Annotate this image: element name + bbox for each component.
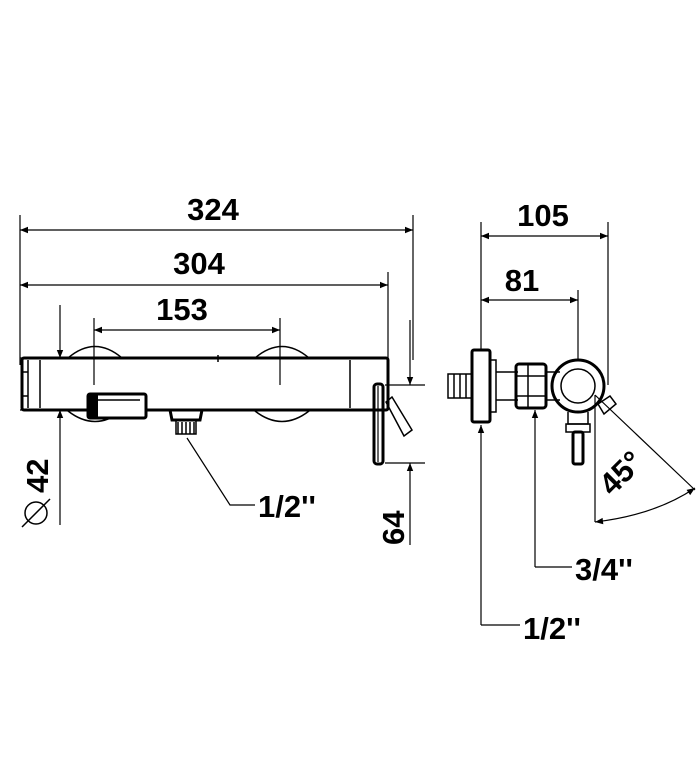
side-lever-stub — [596, 394, 618, 416]
front-view: 324 304 153 — [19, 192, 425, 545]
side-bottom-outlet — [565, 412, 591, 466]
body-section — [550, 358, 606, 414]
dimension-lever-height: 64 — [376, 320, 425, 545]
wall-connection-label: 1/2'' — [523, 611, 581, 646]
mixer-lever — [372, 382, 413, 466]
handle-block — [86, 392, 148, 420]
right-eccentric-bottom — [254, 410, 310, 423]
angle-45-label: 45° — [592, 444, 650, 502]
dimension-153-label: 153 — [156, 292, 208, 327]
left-eccentric-top — [67, 345, 123, 359]
dimension-81-label: 81 — [505, 263, 539, 298]
dimension-diameter: 42 — [20, 305, 64, 528]
side-view: 105 81 — [447, 198, 696, 646]
dimension-centers: 153 — [93, 292, 281, 385]
right-eccentric-top — [254, 345, 310, 359]
wall-connection-leader: 1/2'' — [477, 425, 581, 646]
bottom-outlet: 1/2'' — [168, 409, 316, 524]
dimension-body-width: 304 — [20, 246, 389, 360]
dimension-64-label: 64 — [376, 510, 411, 545]
bottom-outlet-label: 1/2'' — [258, 489, 316, 524]
angle-dimension: 45° — [592, 394, 696, 525]
dimension-depth: 105 — [480, 198, 609, 385]
wall-flange — [447, 348, 497, 424]
diameter-symbol-icon — [24, 501, 48, 525]
dimension-304-label: 304 — [173, 246, 225, 281]
mixer-body — [20, 355, 390, 412]
dimension-overall-width: 324 — [19, 192, 414, 365]
dimension-105-label: 105 — [517, 198, 569, 233]
thread-3-4-label: 3/4'' — [575, 552, 633, 587]
dimension-324-label: 324 — [187, 192, 239, 227]
thread-leader: 3/4'' — [531, 410, 633, 587]
dimension-42-label: 42 — [20, 459, 55, 493]
lever-tilted-position — [385, 395, 413, 438]
dimension-axis-depth: 81 — [481, 263, 579, 360]
